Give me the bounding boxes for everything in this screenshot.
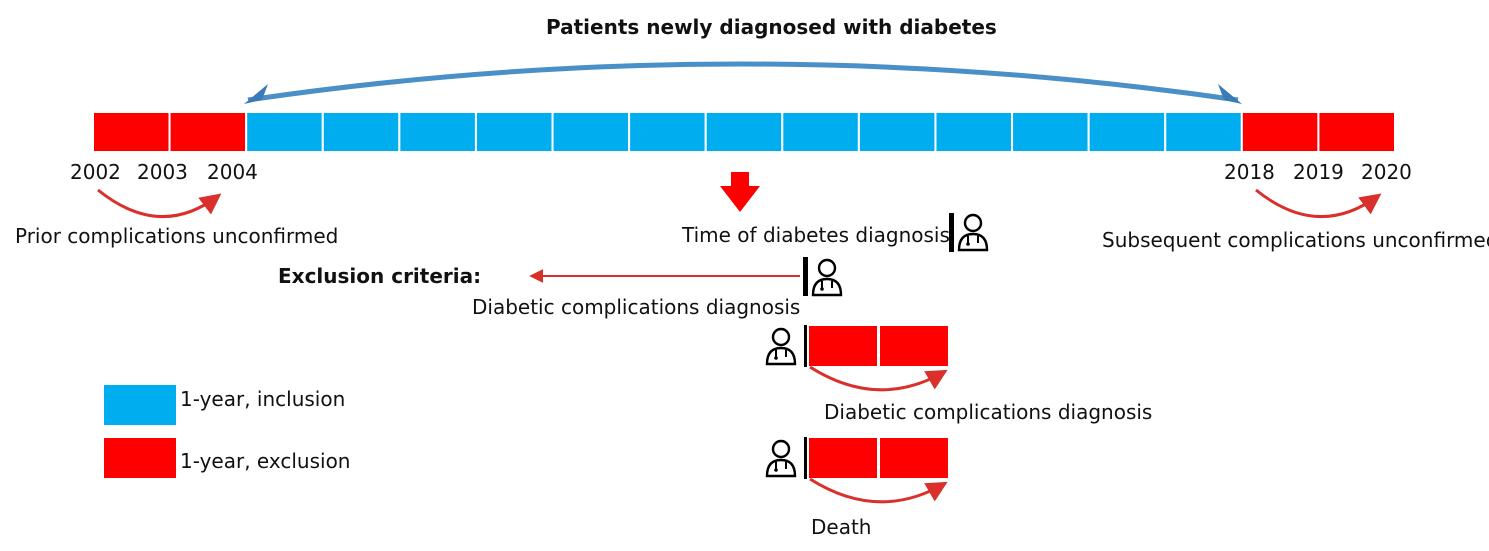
year-label: 2020: [1361, 160, 1412, 184]
complication-block-1: [807, 324, 879, 368]
timeline-segment-inclusion: [245, 111, 324, 153]
death-marker: [804, 437, 808, 479]
timeline-segment-inclusion: [857, 111, 937, 153]
diagnosis-time-label: Time of diabetes diagnosis: [682, 223, 950, 247]
timeline-segment-inclusion: [398, 111, 477, 153]
timeline-segment-inclusion: [781, 111, 860, 153]
legend-swatch-exclusion: [104, 438, 176, 478]
year-label: 2004: [207, 160, 258, 184]
year-label: 2003: [137, 160, 188, 184]
complications-block-label: Diabetic complications diagnosis: [824, 400, 1153, 424]
prior-arc: [97, 188, 222, 218]
timeline-segment-exclusion: [92, 111, 171, 153]
timeline-segment-exclusion: [1317, 111, 1397, 153]
complications-diagnosis-label: Diabetic complications diagnosis: [472, 295, 801, 319]
doctor-icon: [765, 439, 797, 478]
cohort-arc-head-right: [1218, 84, 1242, 104]
subsequent-complications-label: Subsequent complications unconfirmed: [1102, 228, 1489, 252]
timeline-segment-inclusion: [474, 111, 554, 153]
timeline-segment-inclusion: [551, 111, 631, 153]
doctor-icon: [765, 327, 797, 366]
complication-arc: [809, 365, 948, 392]
timeline-segment-inclusion: [1164, 111, 1243, 153]
complication-marker: [804, 325, 808, 367]
timeline-segment-inclusion: [628, 111, 707, 153]
legend-swatch-inclusion: [104, 385, 176, 425]
diagnosis-down-arrow: [720, 172, 760, 212]
exclusion-criteria-label: Exclusion criteria:: [278, 264, 482, 288]
timeline-segment-inclusion: [1011, 111, 1090, 153]
prior-complications-label: Prior complications unconfirmed: [15, 224, 339, 248]
timeline-bar: [92, 111, 1397, 153]
death-block-2: [878, 436, 950, 480]
diagram-title: Patients newly diagnosed with diabetes: [546, 15, 997, 39]
subsequent-arc: [1255, 188, 1382, 218]
year-label: 2019: [1293, 160, 1344, 184]
exclusion-marker: [803, 257, 808, 296]
diagnosis-marker: [949, 213, 954, 252]
complication-block-2: [878, 324, 950, 368]
timeline-segment-exclusion: [1240, 111, 1320, 153]
cohort-arc: [247, 61, 1239, 103]
timeline-segment-inclusion: [321, 111, 401, 153]
doctor-icon: [811, 258, 843, 297]
year-label: 2018: [1224, 160, 1275, 184]
death-label: Death: [811, 515, 872, 539]
timeline-segment-inclusion: [704, 111, 784, 153]
timeline-segment-exclusion: [168, 111, 248, 153]
death-arc: [809, 477, 948, 504]
cohort-arc-head-left: [244, 84, 268, 104]
timeline-segment-inclusion: [1087, 111, 1167, 153]
year-label: 2002: [70, 160, 121, 184]
death-block-1: [807, 436, 879, 480]
doctor-icon: [957, 213, 989, 252]
legend-label-inclusion: 1-year, inclusion: [180, 387, 346, 411]
timeline-segment-inclusion: [934, 111, 1014, 153]
legend-label-exclusion: 1-year, exclusion: [180, 449, 351, 473]
